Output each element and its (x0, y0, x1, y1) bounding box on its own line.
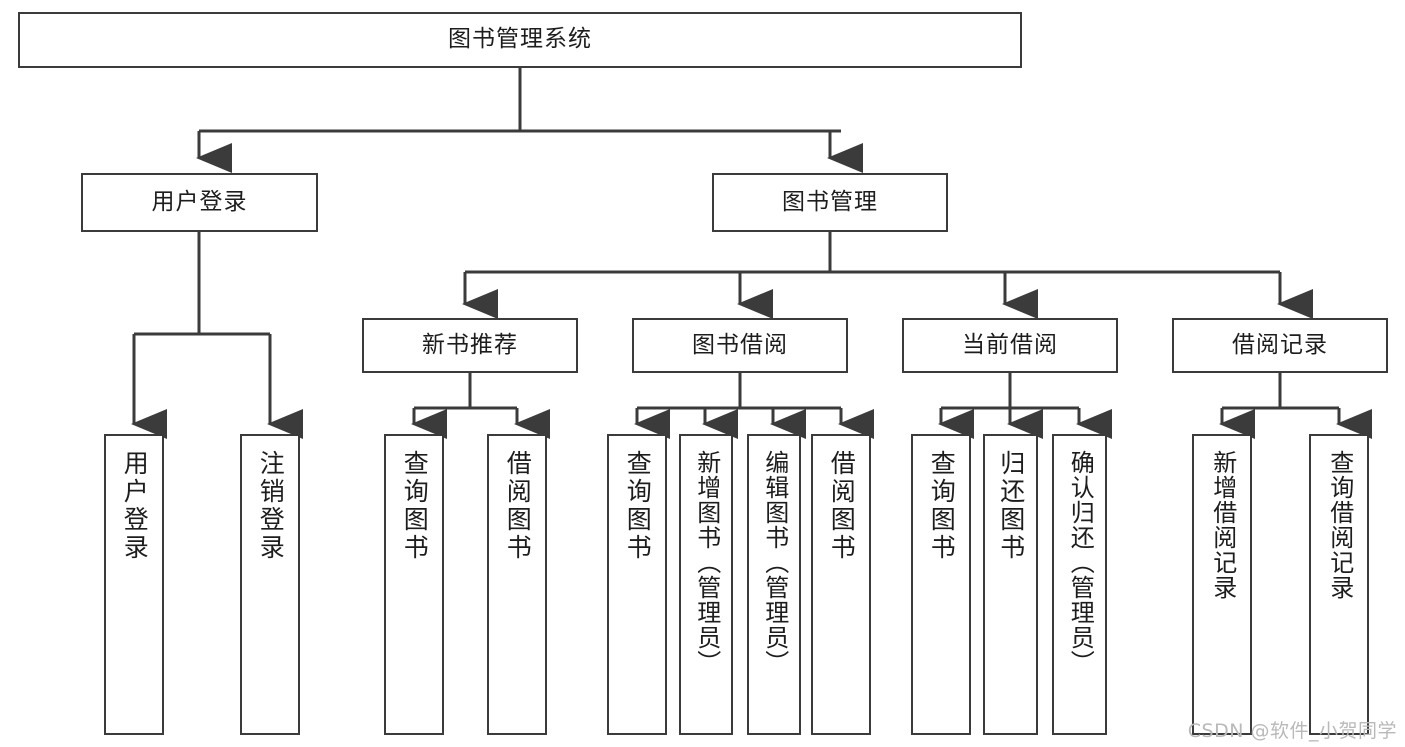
node-borrow-record[interactable]: 借阅记录 (1172, 318, 1388, 373)
node-label: 查询图书 (623, 450, 653, 562)
leaf-current-borrow-query-books[interactable]: 查询图书 (911, 434, 971, 735)
node-label: 借阅图书 (503, 450, 533, 562)
leaf-current-borrow-confirm-return-admin[interactable]: 确认归还（管理员） (1052, 434, 1107, 735)
node-current-borrow[interactable]: 当前借阅 (902, 318, 1118, 373)
node-label: 用户登录 (151, 188, 248, 215)
node-book-borrow[interactable]: 图书借阅 (632, 318, 848, 373)
leaf-book-borrow-query-books[interactable]: 查询图书 (607, 434, 667, 735)
node-label: 图书管理 (782, 188, 878, 215)
node-label: 借阅记录 (1232, 331, 1328, 358)
node-root-book-management-system[interactable]: 图书管理系统 (18, 12, 1022, 68)
node-label: 查询图书 (927, 450, 957, 562)
leaf-book-borrow-add-book-admin[interactable]: 新增图书（管理员） (679, 434, 733, 735)
node-label: 当前借阅 (962, 331, 1058, 358)
node-user-login[interactable]: 用户登录 (81, 173, 318, 232)
leaf-new-book-borrow-books[interactable]: 借阅图书 (487, 434, 547, 735)
csdn-watermark: CSDN @软件_小贺同学 (1187, 720, 1397, 742)
node-label: 编辑图书（管理员） (760, 450, 789, 675)
node-label: 新书推荐 (422, 331, 518, 358)
node-label: 借阅图书 (827, 450, 857, 562)
leaf-book-borrow-borrow-books[interactable]: 借阅图书 (811, 434, 871, 735)
node-label: 图书管理系统 (448, 26, 592, 53)
node-label: 图书借阅 (692, 331, 788, 358)
node-label: 确认归还（管理员） (1066, 450, 1095, 675)
node-label: 归还图书 (996, 450, 1026, 562)
node-label: 注销登录 (256, 450, 286, 562)
node-label: 新增图书（管理员） (692, 450, 721, 675)
leaf-current-borrow-return-books[interactable]: 归还图书 (983, 434, 1038, 735)
node-label: 用户登录 (120, 450, 150, 562)
node-book-management[interactable]: 图书管理 (712, 173, 948, 232)
node-new-book-recommend[interactable]: 新书推荐 (362, 318, 578, 373)
node-label: 查询借阅记录 (1325, 450, 1354, 600)
node-label: 新增借阅记录 (1208, 450, 1237, 600)
leaf-user-login-login[interactable]: 用户登录 (104, 434, 164, 735)
leaf-user-login-logout[interactable]: 注销登录 (240, 434, 300, 735)
leaf-book-borrow-edit-book-admin[interactable]: 编辑图书（管理员） (747, 434, 801, 735)
leaf-borrow-record-query-record[interactable]: 查询借阅记录 (1309, 434, 1369, 735)
leaf-new-book-query-books[interactable]: 查询图书 (384, 434, 444, 735)
leaf-borrow-record-add-record[interactable]: 新增借阅记录 (1192, 434, 1252, 735)
node-label: 查询图书 (400, 450, 430, 562)
